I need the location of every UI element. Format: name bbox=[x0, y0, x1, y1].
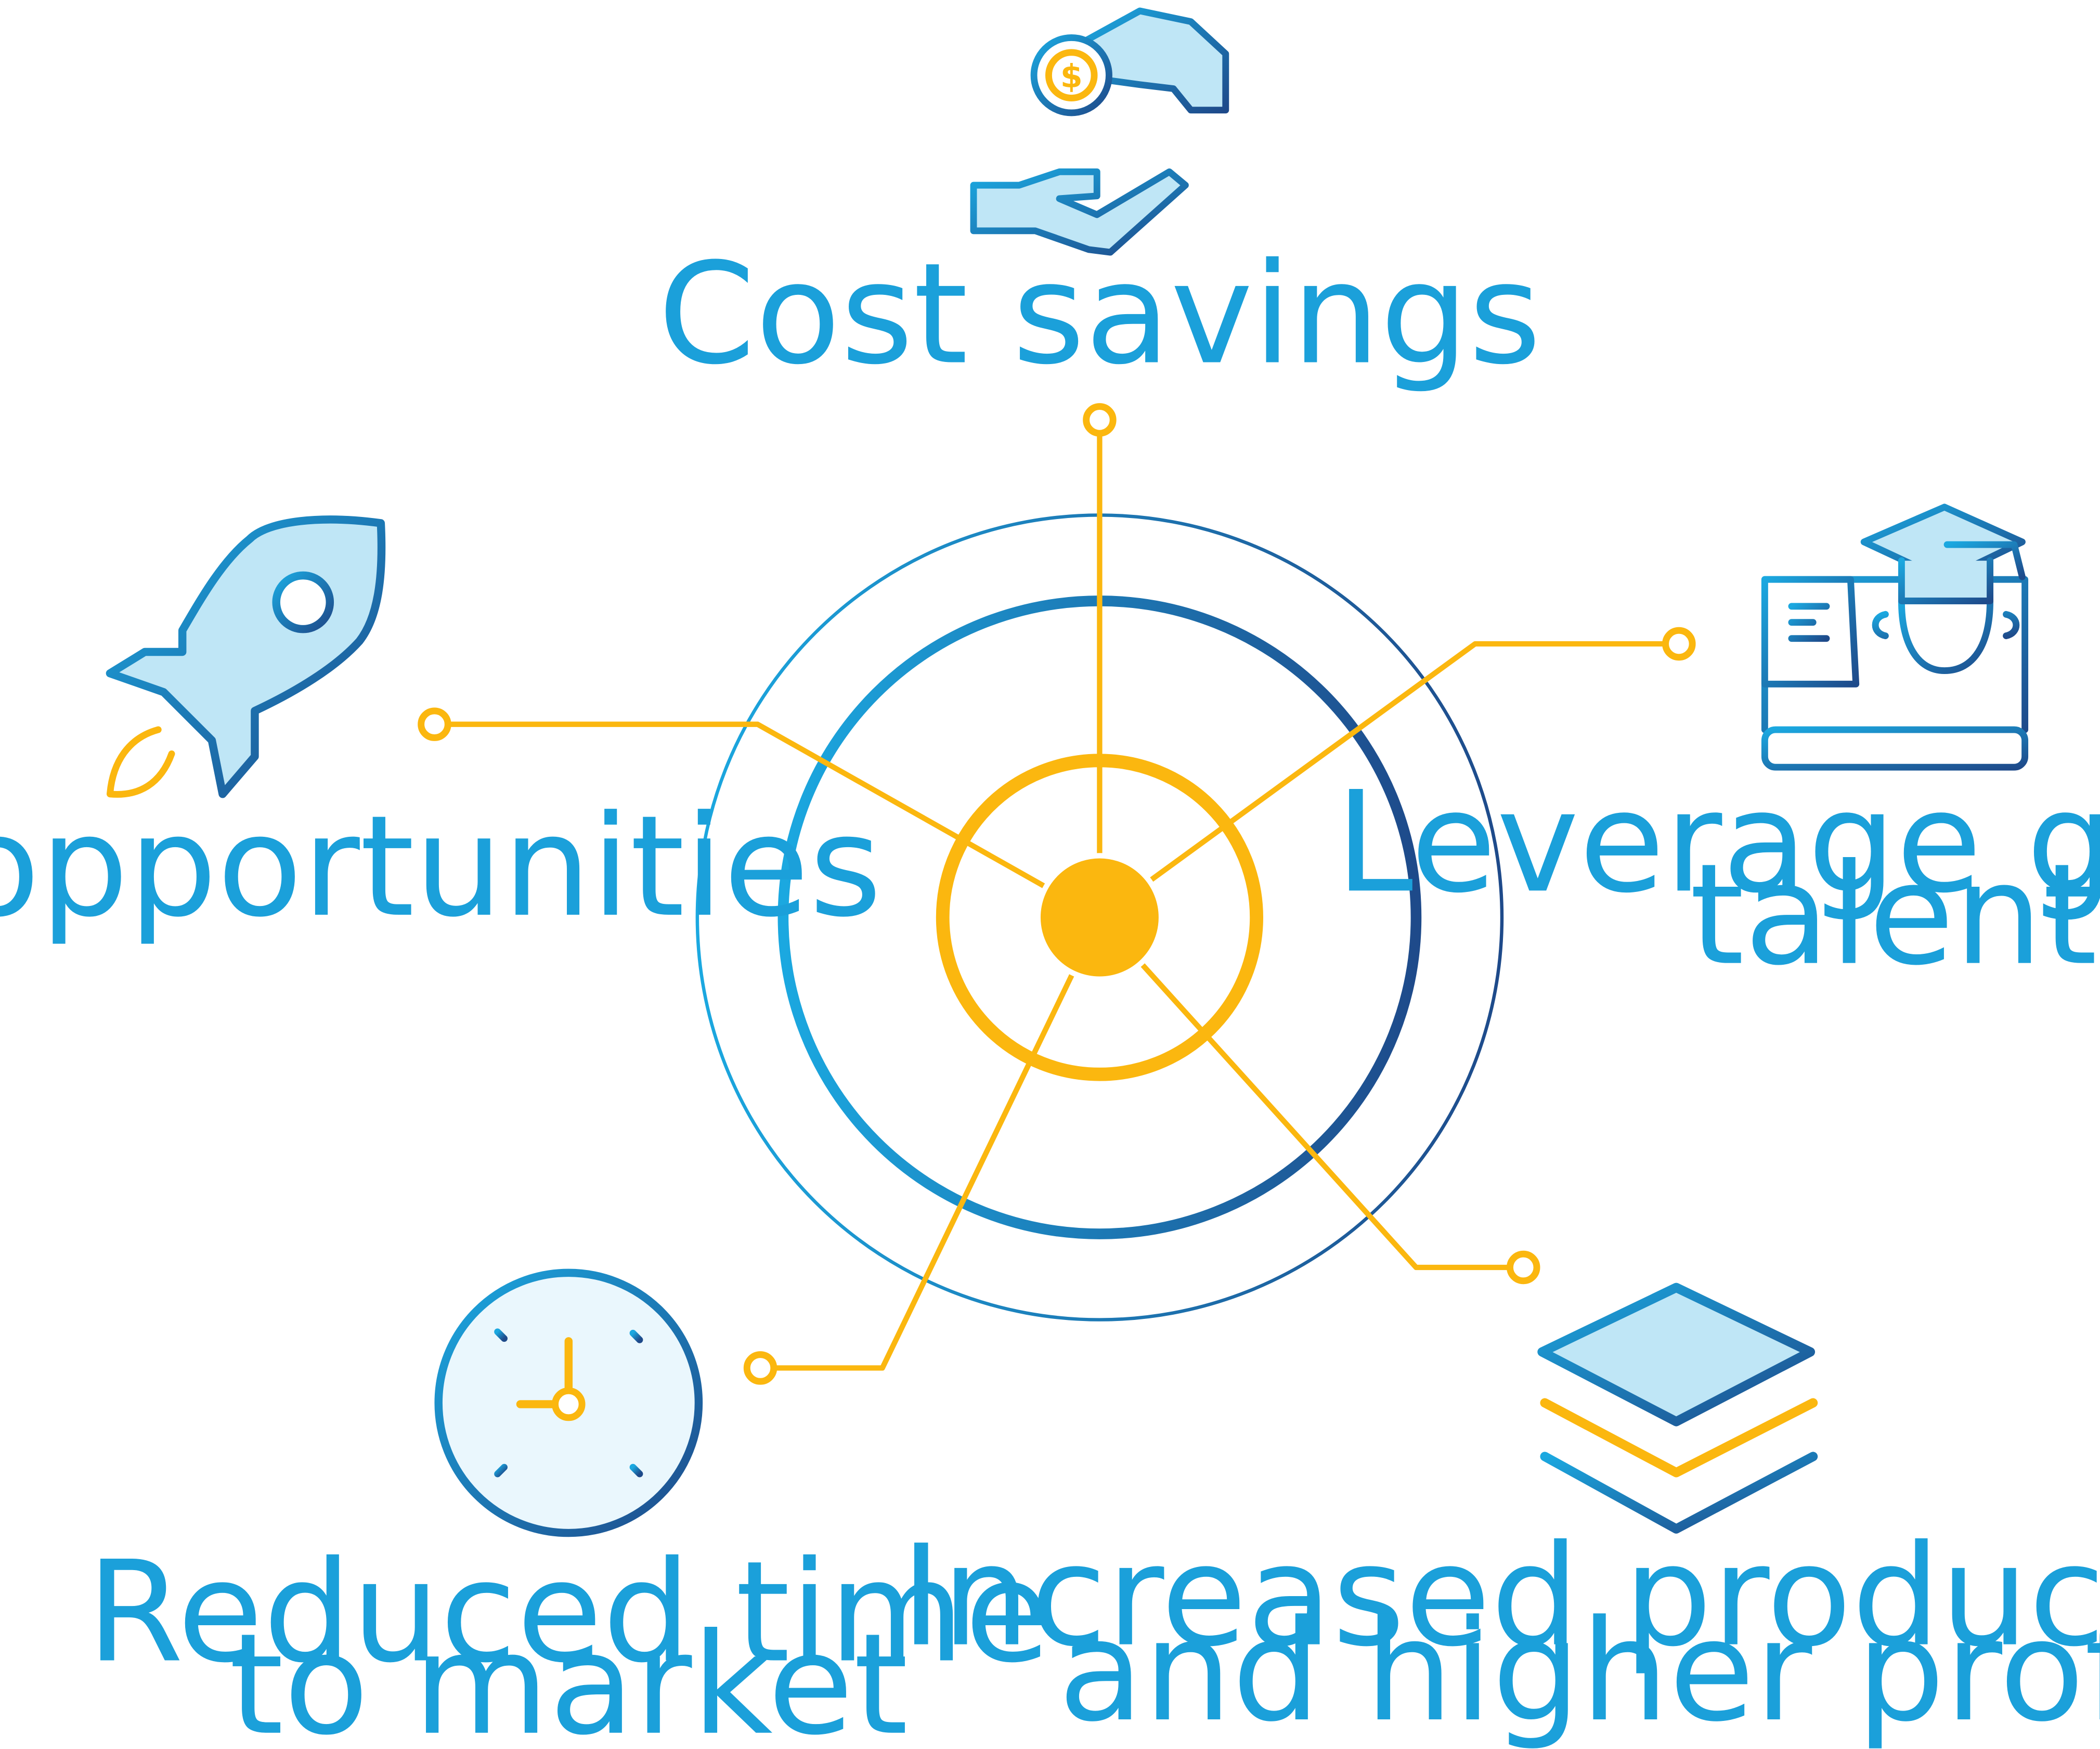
node-cost-savings bbox=[1083, 403, 1117, 437]
node-leverage-talent bbox=[1662, 627, 1696, 661]
rocket-icon bbox=[106, 515, 386, 798]
connector-nodes bbox=[418, 403, 1696, 1385]
hands-coin-icon: $ bbox=[970, 7, 1229, 256]
inner-ring bbox=[936, 754, 1263, 1081]
label-leverage-line1: Leverage global bbox=[1336, 761, 2100, 924]
center-hub bbox=[1035, 853, 1164, 982]
clock-icon bbox=[434, 1268, 703, 1537]
node-reduced-time bbox=[743, 1351, 777, 1385]
connector-productivity bbox=[1097, 915, 1510, 1271]
label-cost-savings: Cost savings bbox=[658, 233, 1541, 395]
node-new-opportunities bbox=[418, 707, 451, 741]
connector-new-opportunities bbox=[448, 721, 1101, 920]
layers-icon bbox=[1537, 1282, 1818, 1534]
label-productivity-line1: Increased productivity bbox=[901, 1515, 2100, 1678]
label-leverage-line2: talent bbox=[1690, 834, 2097, 996]
svg-text:$: $ bbox=[1060, 58, 1083, 95]
connector-reduced-time bbox=[775, 916, 1103, 1371]
node-productivity bbox=[1506, 1250, 1540, 1285]
label-reduced-line2: to market bbox=[229, 1604, 908, 1749]
laptop-graduate-icon bbox=[1761, 503, 2029, 771]
label-new-opportunities: New opportunities bbox=[0, 786, 882, 948]
label-productivity-line2: and higher profits bbox=[1058, 1590, 2100, 1749]
labels: Cost savings Leverage global talent Incr… bbox=[0, 233, 2100, 1749]
label-reduced-line1: Reduced time bbox=[87, 1532, 1051, 1694]
